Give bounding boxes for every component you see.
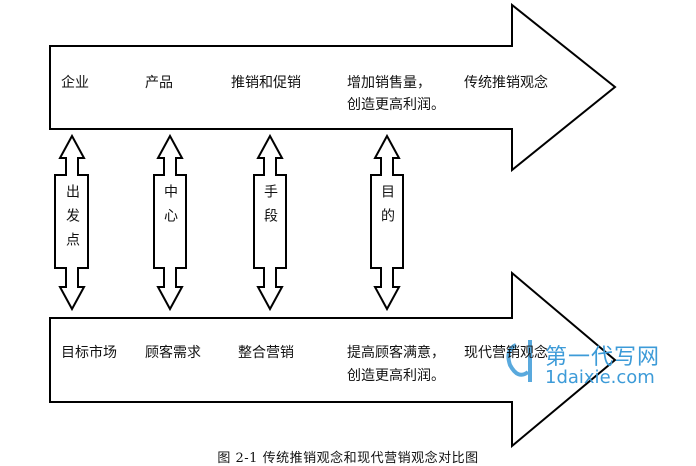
- watermark-en: 1daixie.com: [545, 367, 655, 388]
- figure-caption: 图 2-1 传统推销观念和现代营销观念对比图: [217, 451, 479, 466]
- means-connector: [253, 133, 287, 312]
- top-item-product: 产品: [145, 75, 173, 91]
- watermark: 第一代写网 1daixie.com: [505, 335, 690, 395]
- bottom-concept-name: 现代营销观念: [464, 345, 548, 361]
- link-label-purpose: 目的: [379, 184, 395, 232]
- center-connector: [153, 133, 187, 312]
- link-label-means: 手段: [262, 184, 278, 232]
- watermark-cn: 第一代写网: [545, 345, 661, 370]
- bottom-item-target-market: 目标市场: [61, 345, 117, 361]
- bottom-goal-line2: 创造更高利润。: [347, 368, 445, 384]
- modern-concept-arrow: [49, 270, 617, 449]
- watermark-logo-icon: [506, 340, 532, 382]
- top-goal-line2: 创造更高利润。: [347, 97, 445, 113]
- top-item-enterprise: 企业: [61, 75, 89, 91]
- bottom-goal-line1: 提高顾客满意，: [347, 345, 445, 361]
- top-item-promotion: 推销和促销: [231, 75, 301, 91]
- top-goal-line1: 增加销售量，: [347, 75, 431, 91]
- bottom-item-integrated-marketing: 整合营销: [238, 345, 294, 361]
- bottom-item-customer-needs: 顾客需求: [145, 345, 201, 361]
- link-label-center: 中心: [162, 184, 178, 232]
- link-label-starting-point: 出发点: [64, 184, 80, 256]
- purpose-connector: [370, 133, 404, 312]
- top-concept-name: 传统推销观念: [464, 75, 548, 91]
- starting-point-connector: [54, 133, 89, 312]
- traditional-concept-arrow: [49, 2, 617, 173]
